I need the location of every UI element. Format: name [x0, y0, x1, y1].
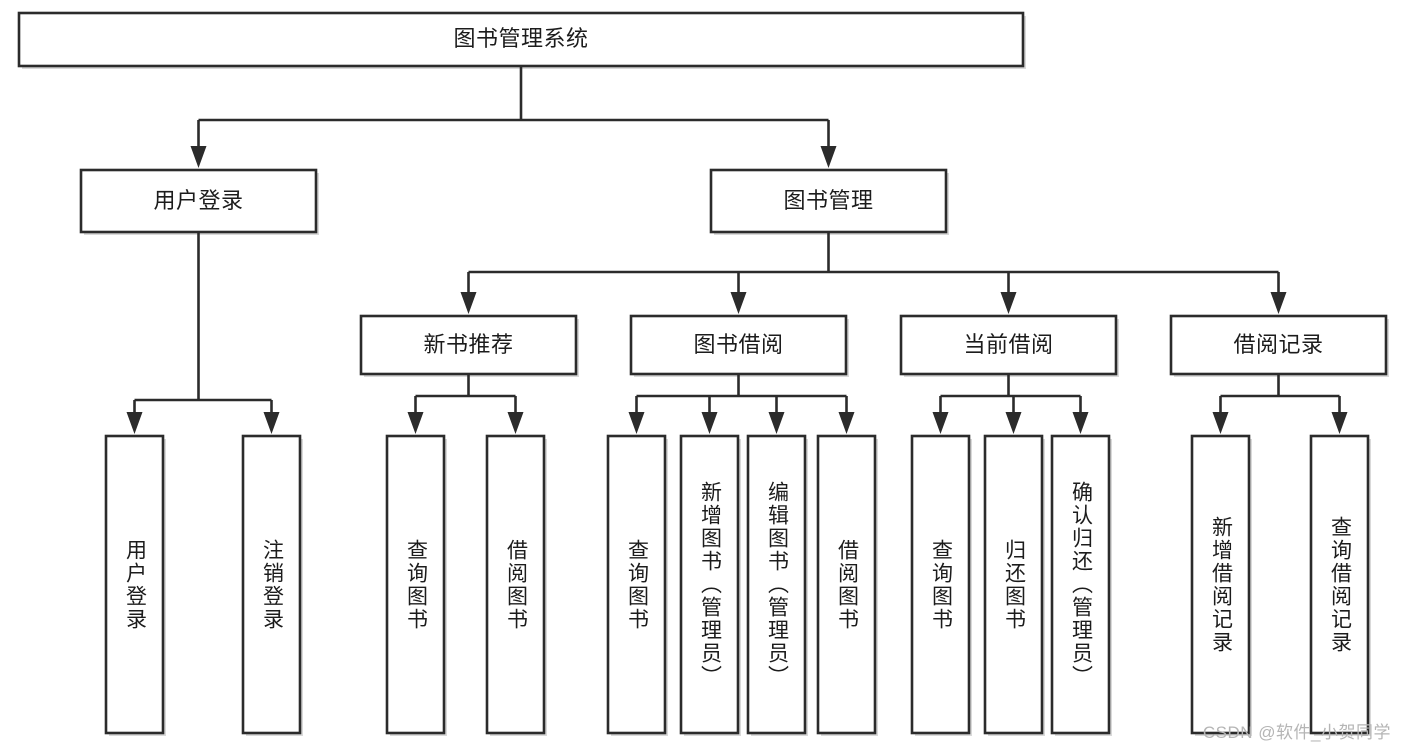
node-box-book-borrow[interactable]	[629, 314, 848, 376]
node-box-leaf-user-login[interactable]	[104, 434, 165, 735]
node-box-leaf-query-book-2[interactable]	[606, 434, 667, 735]
node-box-leaf-logout[interactable]	[241, 434, 302, 735]
node-box-user-login[interactable]	[79, 168, 318, 234]
node-box-leaf-add-record[interactable]	[1190, 434, 1251, 735]
node-box-book-manage[interactable]	[709, 168, 948, 234]
node-box-leaf-return-book[interactable]	[983, 434, 1044, 735]
node-box-leaf-borrow-book-2[interactable]	[816, 434, 877, 735]
node-box-borrow-record[interactable]	[1169, 314, 1388, 376]
node-box-root[interactable]	[17, 11, 1025, 68]
node-box-leaf-confirm-return[interactable]	[1050, 434, 1111, 735]
node-box-new-book-recommendation[interactable]	[359, 314, 578, 376]
node-box-leaf-query-record[interactable]	[1309, 434, 1370, 735]
node-box-leaf-query-book-1[interactable]	[385, 434, 446, 735]
node-box-current-borrow[interactable]	[899, 314, 1118, 376]
node-box-leaf-edit-book-admin[interactable]	[746, 434, 807, 735]
node-box-leaf-borrow-book-1[interactable]	[485, 434, 546, 735]
node-box-leaf-add-book-admin[interactable]	[679, 434, 740, 735]
node-box-leaf-query-book-3[interactable]	[910, 434, 971, 735]
